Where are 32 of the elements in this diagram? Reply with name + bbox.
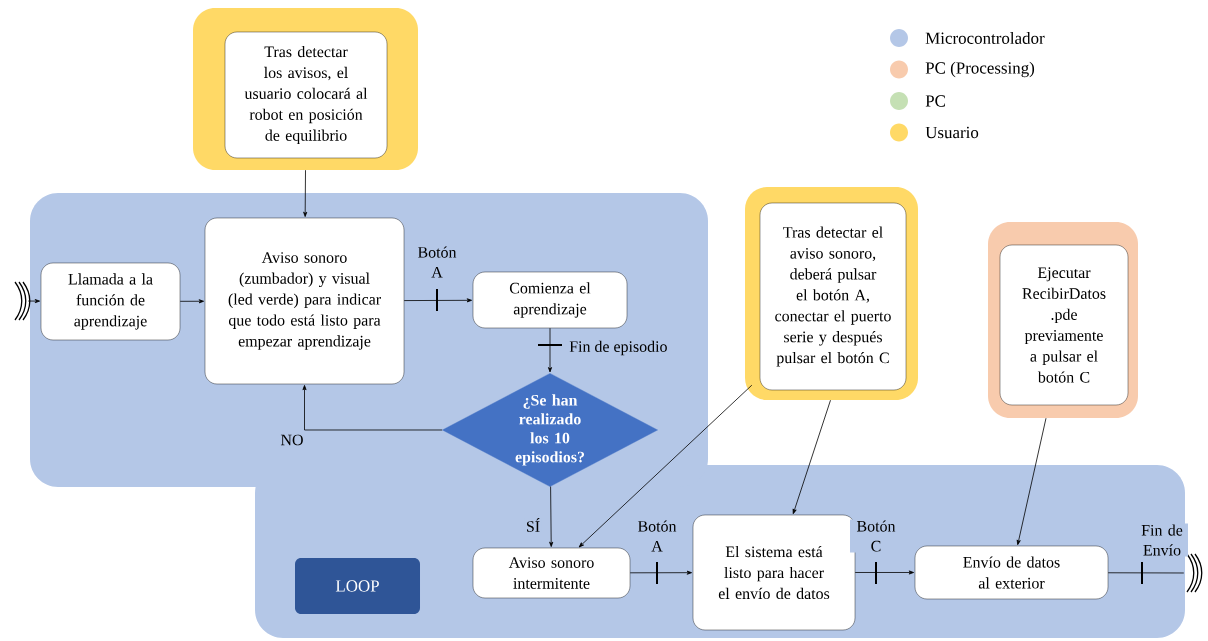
arrow bbox=[629, 561, 692, 585]
arrow bbox=[537, 327, 563, 373]
loop-box: LOOP bbox=[295, 558, 420, 614]
process-box: El sistema está listo para hacer el envío de datos bbox=[692, 514, 856, 631]
legend-label: PC (Processing) bbox=[925, 61, 1035, 78]
legend-label: PC bbox=[925, 95, 945, 107]
process-box: Comienza el aprendizaje bbox=[472, 271, 628, 329]
arrow bbox=[303, 169, 308, 217]
arrow bbox=[549, 486, 554, 547]
arrow bbox=[792, 399, 831, 515]
arrow bbox=[27, 299, 40, 304]
process-box: Tras detectar el aviso sonoro, deberá pulsar el botón A, conectar el puerto serie y después pulsar el botón C bbox=[759, 202, 907, 391]
legend-label: Microcontrolador bbox=[925, 32, 1045, 44]
arrow bbox=[854, 561, 914, 585]
process-box: Ejecutar RecibirDatos .pde previamente a pulsar el botón C bbox=[999, 244, 1129, 406]
break-symbol bbox=[14, 281, 31, 321]
process-box: Tras detectar los avisos, el usuario colocará al robot en posición de equilibrio bbox=[224, 31, 388, 159]
process-box: Envío de datos al exterior bbox=[914, 545, 1109, 600]
edge-label: Botón A bbox=[631, 519, 683, 553]
process-box: Aviso sonoro intermitente bbox=[472, 547, 631, 599]
break-symbol bbox=[1186, 553, 1203, 593]
process-box: Llamada a la función de aprendizaje bbox=[40, 262, 181, 341]
arrow bbox=[578, 384, 753, 548]
arrow bbox=[179, 299, 204, 304]
process-box: Aviso sonoro (zumbador) y visual (led verde) para indicar que todo está listo para empezar aprendizaje bbox=[204, 217, 405, 385]
arrow bbox=[403, 288, 472, 312]
edge-label: Fin de Envío bbox=[1136, 523, 1188, 557]
legend-label: Usuario bbox=[925, 126, 979, 139]
edge-label: Botón A bbox=[411, 245, 463, 279]
arrow bbox=[1016, 417, 1047, 546]
edge-label: Botón C bbox=[850, 519, 902, 553]
arrow bbox=[302, 385, 443, 431]
